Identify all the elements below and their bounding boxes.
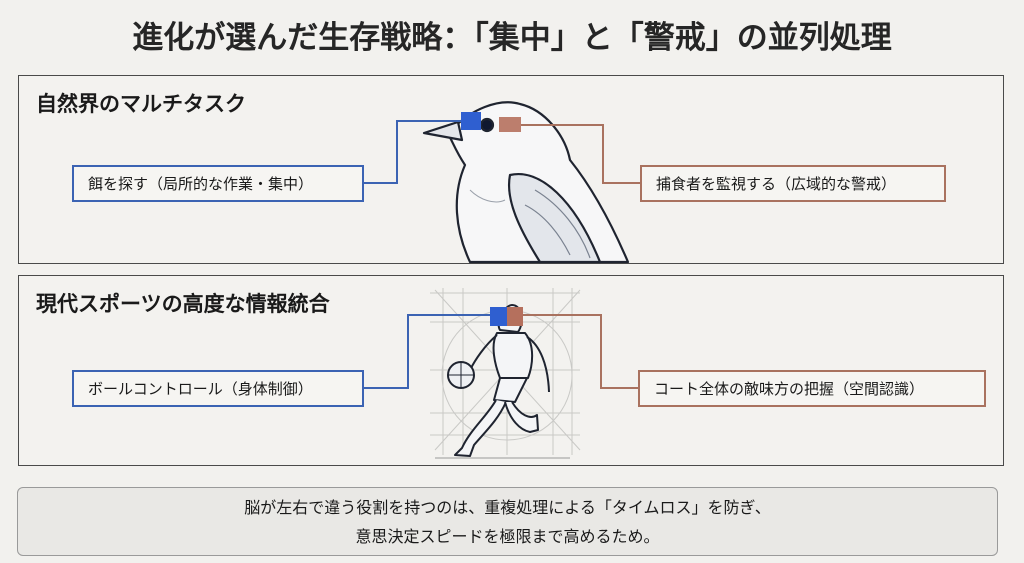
focus-marker xyxy=(461,112,481,130)
focus-label-foraging: 餌を探す（局所的な作業・集中） xyxy=(72,165,364,202)
focus-connector xyxy=(363,120,462,184)
alert-label-predator: 捕食者を監視する（広域的な警戒） xyxy=(640,165,946,202)
conclusion-line-1: 脳が左右で違う役割を持つのは、重複処理による「タイムロス」を防ぎ、 xyxy=(244,498,771,517)
focus-label-ball-control: ボールコントロール（身体制御） xyxy=(72,370,364,407)
focus-connector xyxy=(363,314,490,389)
alert-label-court-awareness: コート全体の敵味方の把握（空間認識） xyxy=(638,370,986,407)
conclusion-box: 脳が左右で違う役割を持つのは、重複処理による「タイムロス」を防ぎ、 意思決定スピ… xyxy=(17,487,998,556)
alert-marker xyxy=(499,117,521,132)
slide-title: 進化が選んだ生存戦略：「集中」と「警戒」の並列処理 xyxy=(132,20,892,56)
alert-connector xyxy=(523,314,638,389)
panel-heading: 現代スポーツの高度な情報統合 xyxy=(36,292,330,316)
alert-marker xyxy=(507,307,523,326)
alert-connector xyxy=(521,124,640,184)
focus-marker xyxy=(490,307,507,326)
panel-heading: 自然界のマルチタスク xyxy=(36,92,246,116)
bird-illustration xyxy=(422,101,630,264)
conclusion-line-2: 意思決定スピードを極限まで高めるため。 xyxy=(355,527,660,546)
